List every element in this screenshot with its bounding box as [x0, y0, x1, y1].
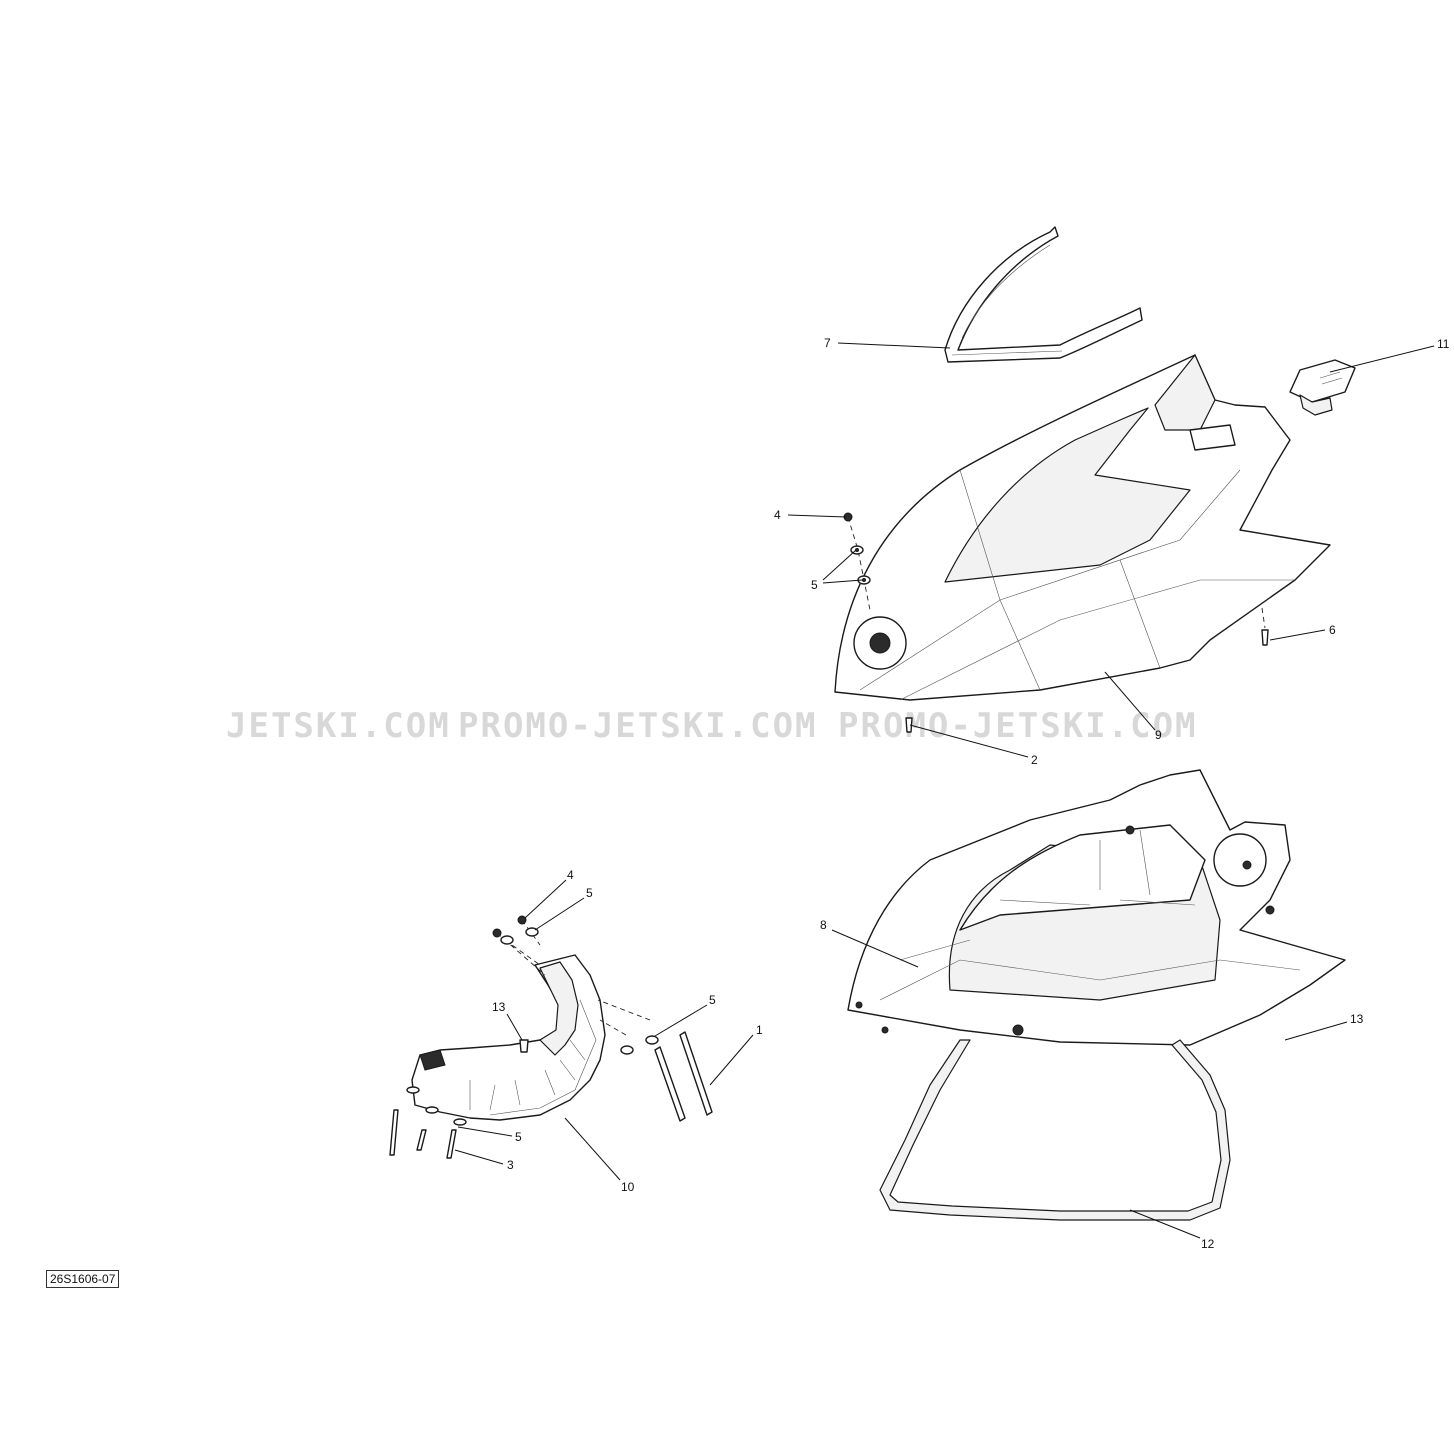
callout-4: 4 — [567, 868, 574, 882]
part-7-trim-strip — [944, 226, 1143, 363]
callout-10: 10 — [621, 1180, 635, 1194]
fasteners-left — [389, 915, 713, 1159]
watermark-text: JETSKI.COM — [226, 706, 451, 746]
callout-12: 12 — [1201, 1237, 1215, 1251]
callout-3: 3 — [507, 1158, 514, 1172]
part-10-bracket — [411, 954, 606, 1121]
callout-7: 7 — [824, 336, 831, 350]
callout-13: 13 — [1350, 1012, 1364, 1026]
callout-1: 1 — [756, 1023, 763, 1037]
callout-4: 4 — [774, 508, 781, 522]
callout-5: 5 — [586, 886, 593, 900]
watermark-text: PROMO-JETSKI.COM — [838, 706, 1198, 746]
callout-2: 2 — [1031, 753, 1038, 767]
leader-lines — [454, 342, 1435, 1239]
part-11-cover — [1289, 359, 1356, 416]
callout-6: 6 — [1329, 623, 1336, 637]
callout-labels: 7 11 4 5 6 2 9 4 5 13 5 1 5 3 10 8 13 12 — [492, 336, 1450, 1251]
callout-11: 11 — [1437, 337, 1450, 351]
drawing-code-label: 26S1606-07 — [46, 1270, 120, 1288]
callout-5: 5 — [515, 1130, 522, 1144]
callout-9: 9 — [1155, 728, 1162, 742]
part-8-storage-bin — [847, 769, 1346, 1046]
callout-5: 5 — [811, 578, 818, 592]
watermark-text: PROMO-JETSKI.COM — [458, 706, 818, 746]
callout-13: 13 — [492, 1000, 506, 1014]
part-12-seal — [879, 1039, 1231, 1221]
callout-8: 8 — [820, 918, 827, 932]
part-9-hood — [834, 354, 1331, 701]
callout-5: 5 — [709, 993, 716, 1007]
